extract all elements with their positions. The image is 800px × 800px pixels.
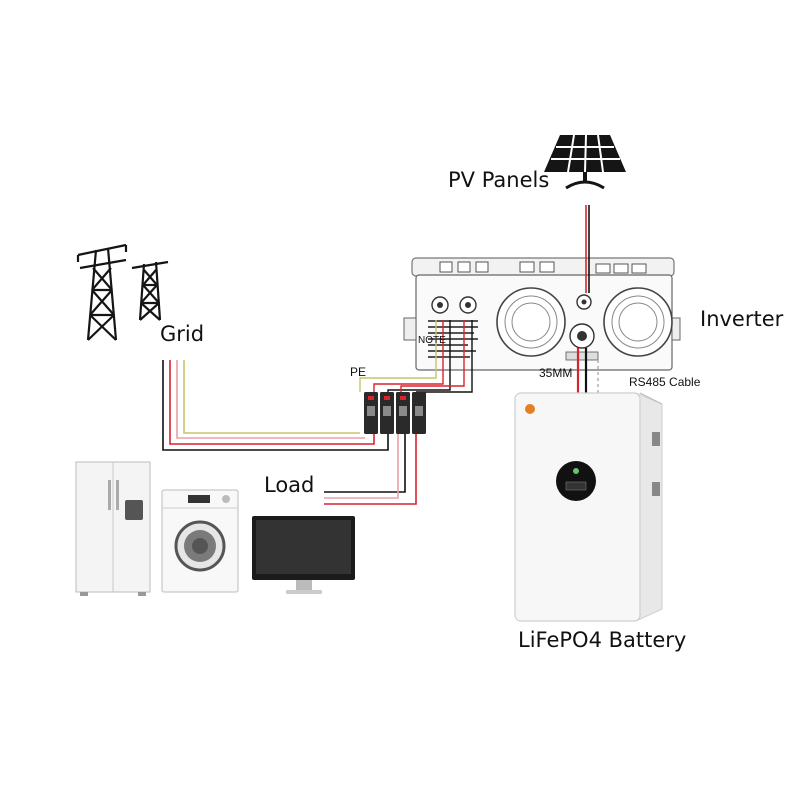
transmission-tower-icon bbox=[76, 243, 169, 341]
refrigerator-icon bbox=[75, 461, 151, 596]
grid-label: Grid bbox=[160, 322, 205, 346]
pe-label: PE bbox=[350, 365, 367, 379]
pv-panels-label: PV Panels bbox=[448, 168, 550, 192]
inverter-note-label: NOTE bbox=[418, 335, 446, 346]
battery-icon bbox=[514, 392, 663, 622]
battery-cable-35mm bbox=[576, 348, 588, 393]
rs485-cable-label: RS485 Cable bbox=[629, 375, 701, 389]
washing-machine-icon bbox=[161, 489, 239, 593]
grid-cable bbox=[162, 360, 389, 451]
cable-35mm-label: 35MM bbox=[539, 366, 573, 380]
solar-panel-icon bbox=[544, 134, 626, 190]
load-label: Load bbox=[264, 473, 315, 497]
ac-cable bbox=[359, 320, 473, 393]
inverter-label: Inverter bbox=[700, 307, 784, 331]
monitor-icon bbox=[252, 516, 355, 594]
inverter-icon bbox=[403, 257, 681, 371]
battery-label: LiFePO4 Battery bbox=[518, 628, 687, 652]
breaker-icon bbox=[364, 392, 426, 434]
pv-cable bbox=[585, 205, 590, 293]
load-cable bbox=[324, 434, 417, 505]
